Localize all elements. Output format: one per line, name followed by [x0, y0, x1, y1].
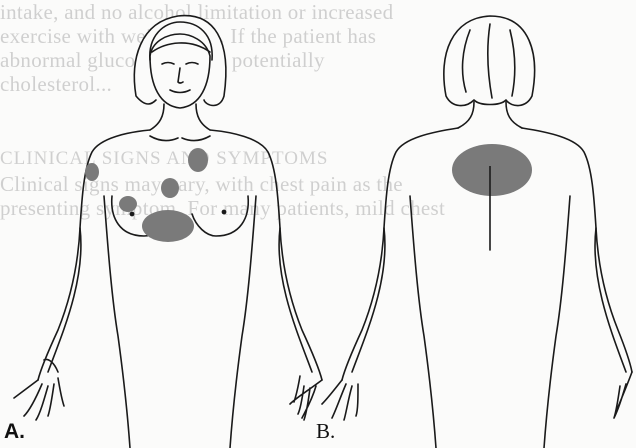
back-hand-right [614, 372, 632, 418]
front-torso-right [210, 130, 322, 380]
pain-area-left-chest [119, 196, 137, 212]
front-breast-right [192, 196, 248, 236]
front-hand-right [290, 376, 322, 420]
front-clavicles [150, 136, 210, 141]
back-forearm-right [595, 228, 626, 372]
back-pain-areas [452, 144, 532, 196]
front-hand-left [14, 360, 64, 421]
back-torso-right [522, 128, 632, 372]
pain-area-left-shoulder [85, 163, 99, 181]
front-side-left [104, 196, 130, 448]
back-side-left [410, 196, 436, 448]
front-side-right [230, 196, 256, 448]
front-forearm-right [279, 228, 312, 372]
pain-area-right-shoulder [188, 148, 208, 172]
back-side-right [544, 196, 570, 448]
panel-label-a: A. [4, 420, 25, 444]
pain-area-upper-back [452, 144, 532, 196]
back-neck [458, 102, 522, 128]
back-figure [322, 16, 632, 448]
back-forearm-left [352, 228, 385, 372]
back-torso-left [342, 128, 458, 380]
front-forearm-left [48, 228, 81, 372]
back-hand-left [322, 380, 358, 420]
panel-label-b: B. [316, 419, 335, 444]
front-pain-areas [85, 148, 208, 242]
pain-area-epigastric [142, 210, 194, 242]
pain-area-chest [161, 178, 179, 198]
front-nipple-right [222, 210, 225, 213]
front-nipple-left [130, 212, 133, 215]
